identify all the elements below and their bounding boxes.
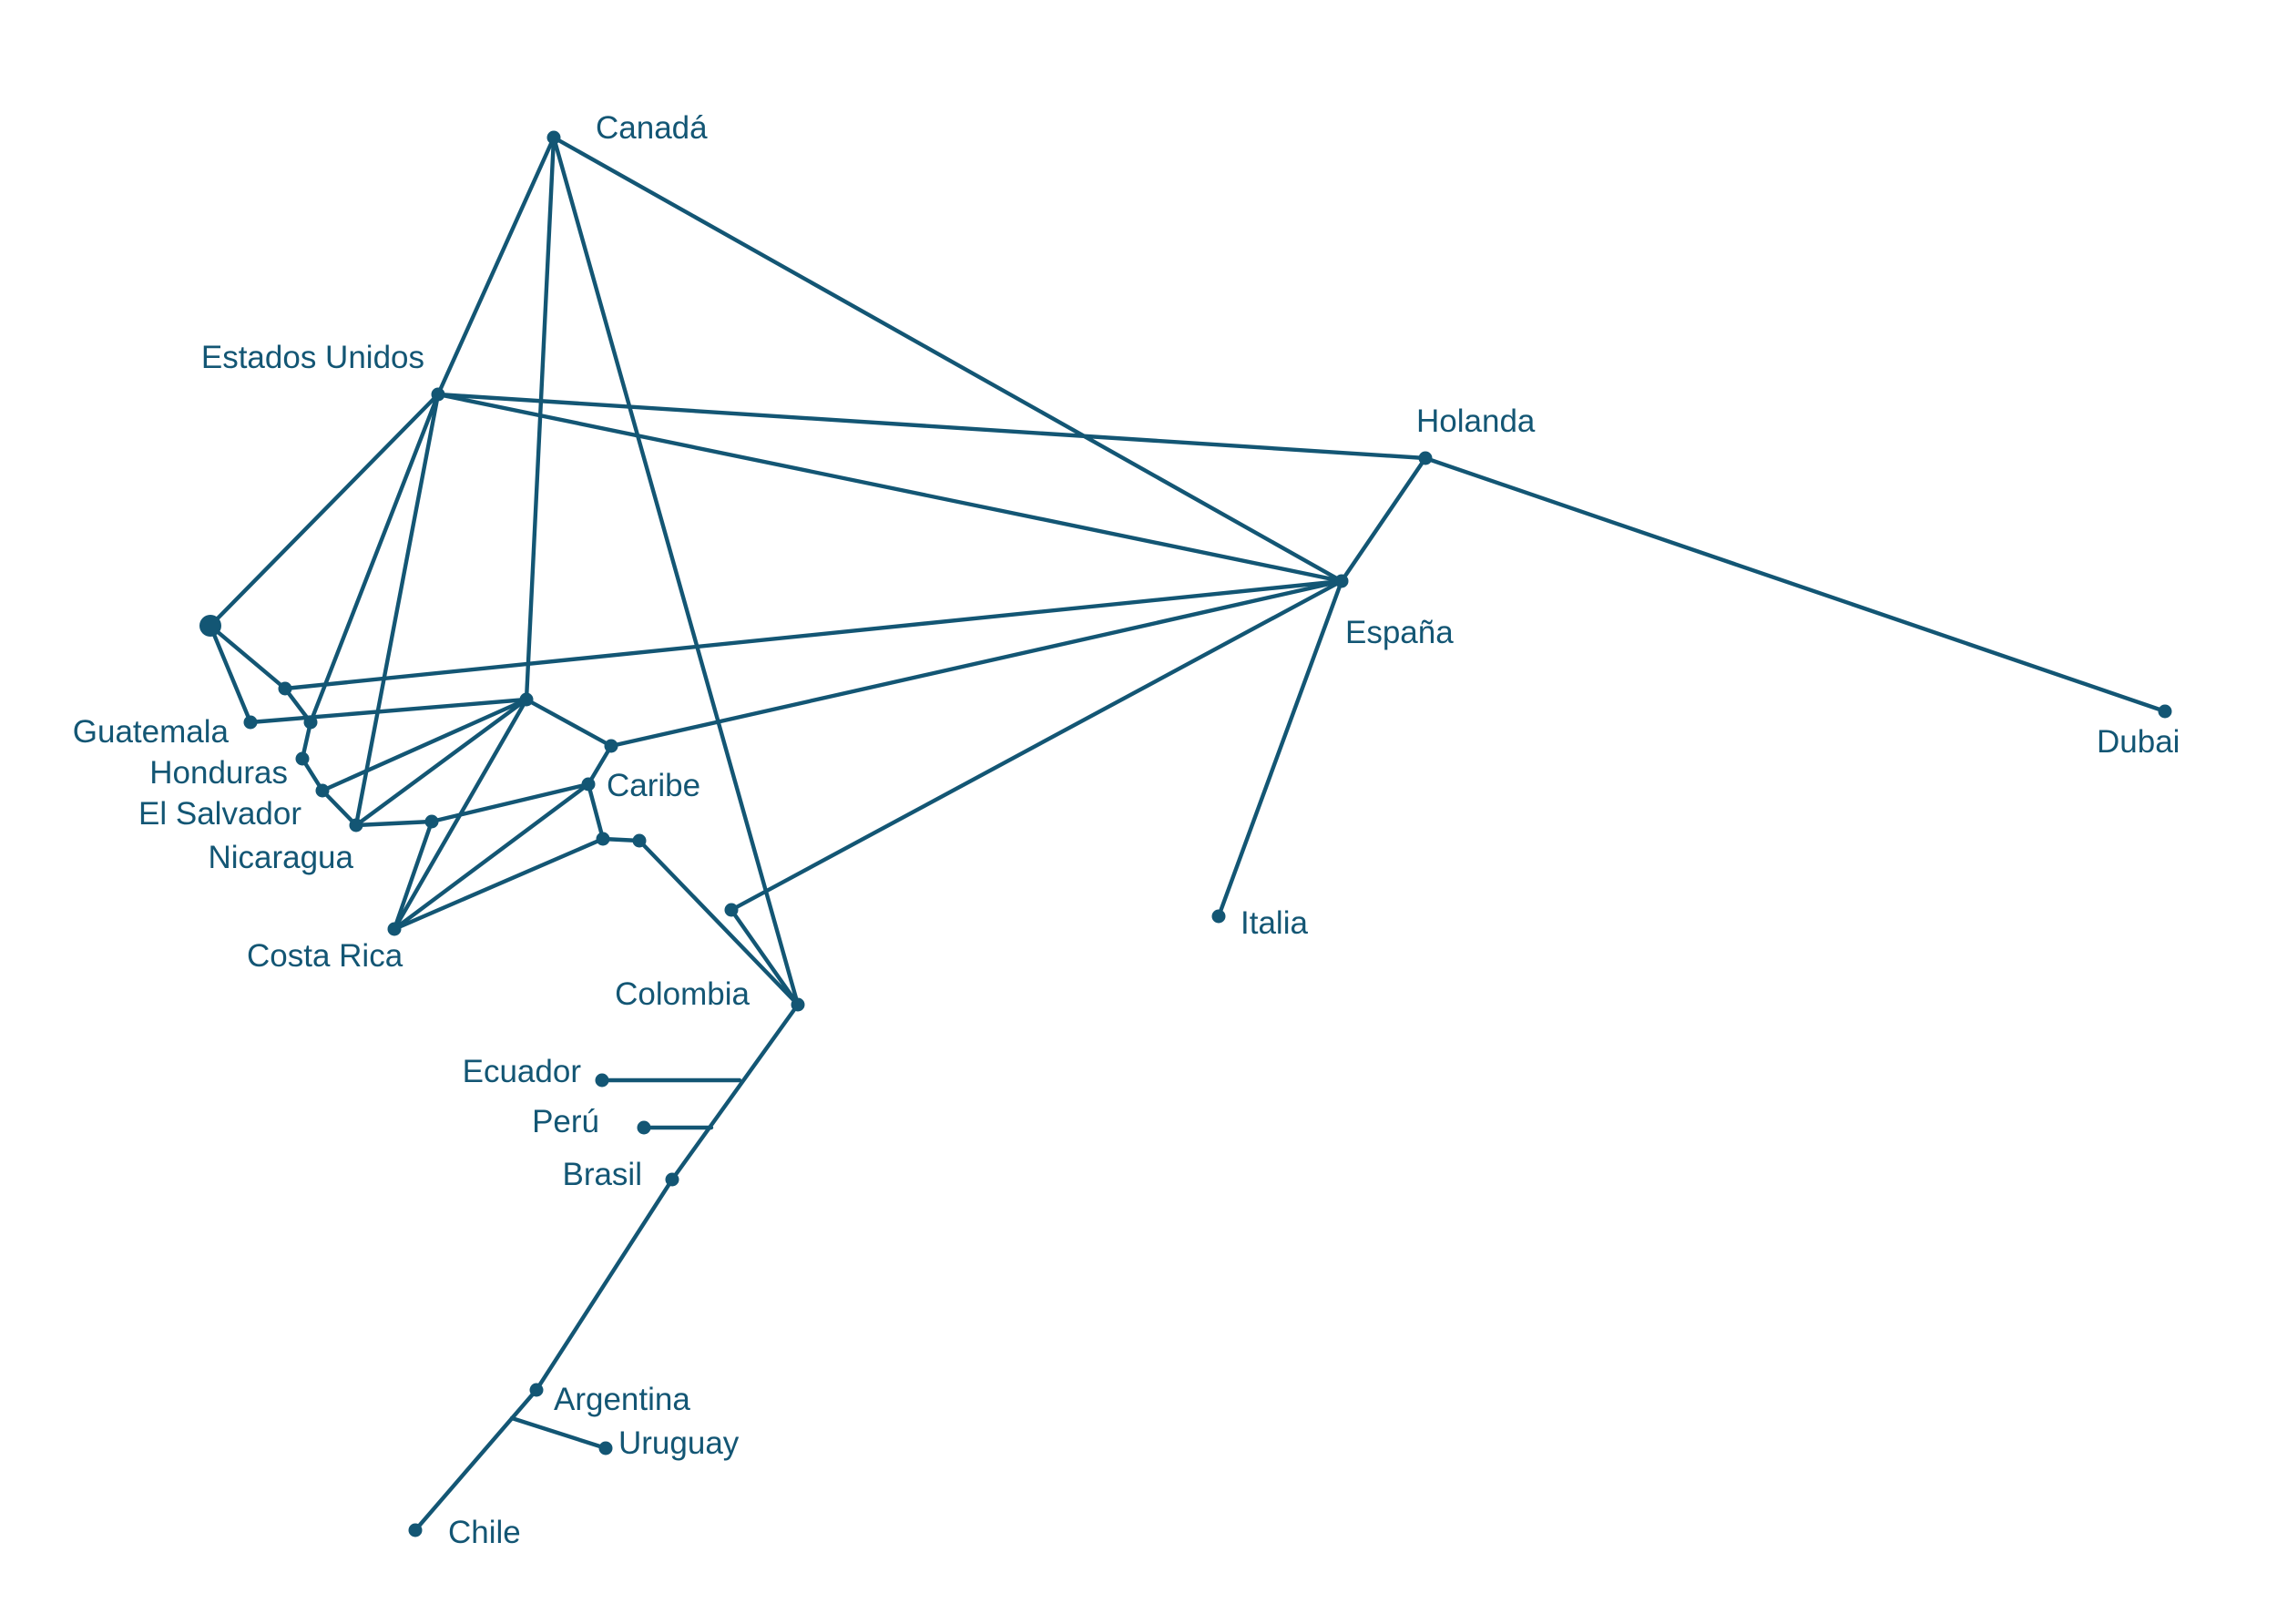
edge-colombia-brasil bbox=[669, 1002, 801, 1182]
node-argentina bbox=[529, 1383, 544, 1397]
label-costa-rica: Costa Rica bbox=[247, 938, 403, 974]
edge-usa-elsalvador bbox=[353, 392, 441, 828]
edge-argentina-chile bbox=[413, 1387, 539, 1533]
edge-caribe-c1 bbox=[586, 781, 606, 842]
label-colombia: Colombia bbox=[615, 976, 750, 1012]
label-chile: Chile bbox=[448, 1515, 521, 1550]
edge-usa-g2 bbox=[308, 392, 441, 725]
label-caribe: Caribe bbox=[607, 768, 700, 803]
edge-espana-italia bbox=[1216, 578, 1344, 919]
edge-bignode-guatemala bbox=[208, 623, 253, 725]
edge-hn2-elsalvador bbox=[320, 788, 359, 828]
label-italia: Italia bbox=[1241, 905, 1308, 941]
edge-canada-usa bbox=[435, 135, 556, 397]
node-espana bbox=[1334, 574, 1349, 588]
label-estados-unidos: Estados Unidos bbox=[201, 340, 424, 375]
node-n1 bbox=[604, 739, 618, 753]
edge-brasil-argentina bbox=[534, 1177, 675, 1393]
node-canada bbox=[546, 130, 561, 145]
edge-c1-costarica bbox=[392, 836, 606, 932]
node-bignode bbox=[199, 615, 221, 637]
edge-usa-holanda bbox=[435, 392, 1428, 461]
node-p1 bbox=[724, 903, 739, 917]
node-g1 bbox=[278, 681, 292, 696]
edge-espana-p1 bbox=[729, 578, 1344, 913]
edge-usa-espana bbox=[435, 392, 1344, 584]
node-chile bbox=[408, 1523, 423, 1537]
edge-bignode-g1 bbox=[208, 623, 288, 691]
label-holanda: Holanda bbox=[1416, 403, 1536, 439]
label-el-salvador: El Salvador bbox=[138, 796, 301, 832]
edge-p1-colombia bbox=[729, 907, 801, 1007]
node-usa bbox=[431, 387, 445, 402]
edge-hub-elsalvador bbox=[353, 697, 529, 828]
edge-caribe-costarica bbox=[392, 781, 591, 932]
edge-nicaragua-costarica bbox=[392, 819, 434, 932]
edge-elsalvador-nicaragua bbox=[353, 819, 434, 828]
label-brasil: Brasil bbox=[562, 1157, 642, 1192]
node-c2 bbox=[632, 833, 647, 848]
label-uruguay: Uruguay bbox=[618, 1425, 740, 1461]
edge-canada-espana bbox=[551, 135, 1344, 584]
label-nicaragua: Nicaragua bbox=[208, 840, 353, 875]
node-costarica bbox=[387, 922, 402, 936]
edge-holanda-espana bbox=[1339, 455, 1428, 584]
edge-c2-colombia bbox=[637, 838, 801, 1007]
label-peru: Perú bbox=[532, 1104, 599, 1139]
node-nicaragua bbox=[424, 814, 439, 829]
node-c1 bbox=[596, 832, 610, 846]
node-hn2 bbox=[315, 783, 330, 798]
node-hub bbox=[519, 692, 534, 707]
node-guatemala bbox=[243, 715, 258, 730]
node-ecuador bbox=[595, 1073, 609, 1088]
edge-usa-bignode bbox=[208, 392, 441, 628]
node-italia bbox=[1211, 909, 1226, 924]
label-ecuador: Ecuador bbox=[463, 1054, 582, 1089]
node-peru bbox=[637, 1120, 651, 1135]
node-brasil bbox=[665, 1172, 679, 1187]
label-honduras: Honduras bbox=[149, 755, 288, 791]
label-espana: España bbox=[1345, 615, 1454, 650]
label-canada: Canadá bbox=[596, 110, 708, 146]
label-dubai: Dubai bbox=[2097, 724, 2180, 760]
node-uruguay bbox=[598, 1441, 613, 1455]
node-elsalvador bbox=[349, 818, 363, 832]
node-colombia bbox=[791, 997, 805, 1012]
edge-espana-n1 bbox=[608, 578, 1344, 749]
edge-espana-g1 bbox=[282, 578, 1344, 691]
edge-canada-hub bbox=[524, 135, 556, 702]
edge-guatemala-hub bbox=[248, 697, 529, 725]
edge-hub-hn2 bbox=[320, 697, 529, 793]
edge-uruguay-branch bbox=[509, 1415, 608, 1451]
node-dubai bbox=[2158, 704, 2172, 719]
node-holanda bbox=[1418, 451, 1433, 465]
location-labels: Canadá Estados Unidos Holanda España Dub… bbox=[73, 110, 2180, 1550]
node-g2 bbox=[303, 715, 318, 730]
edge-hub-n1 bbox=[524, 697, 614, 749]
connection-lines bbox=[208, 135, 2168, 1533]
edge-nicaragua-caribe bbox=[429, 781, 591, 824]
node-caribe bbox=[581, 777, 596, 792]
label-guatemala: Guatemala bbox=[73, 714, 230, 750]
edge-n1-caribe bbox=[586, 743, 614, 787]
location-nodes bbox=[199, 130, 2172, 1537]
node-honduras bbox=[295, 751, 310, 766]
label-argentina: Argentina bbox=[554, 1382, 690, 1417]
edge-holanda-dubai bbox=[1423, 455, 2168, 714]
edge-canada-colombia bbox=[551, 135, 801, 1007]
